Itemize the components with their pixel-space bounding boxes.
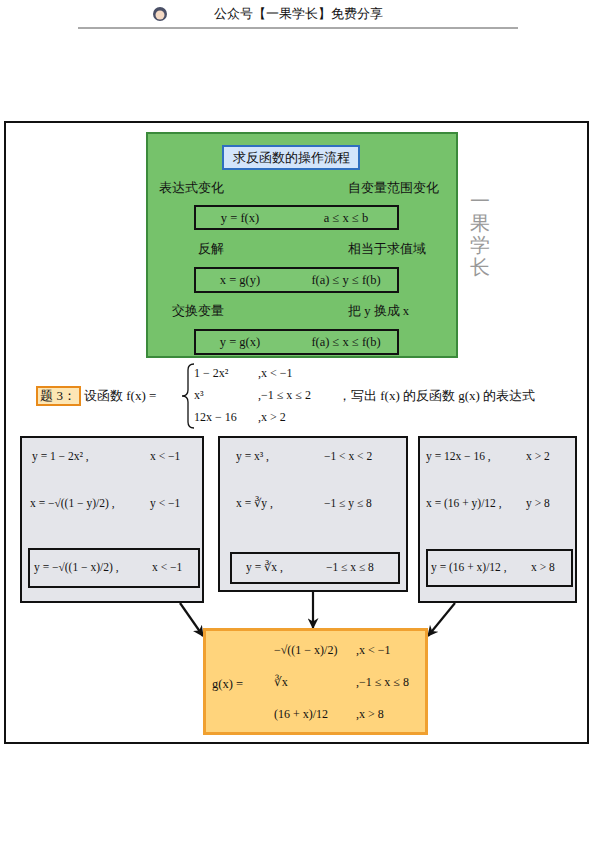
- process-box: y = g(x) f(a) ≤ x ≤ f(b): [194, 329, 399, 355]
- process-box: y = f(x) a ≤ x ≤ b: [194, 205, 399, 230]
- node-text: x > 2: [526, 450, 550, 463]
- case-condition: ,x < −1: [258, 367, 293, 381]
- node-text: y = g(x): [220, 335, 260, 349]
- case-panel: y = x³ , −1 < x < 2 x = ∛y , −1 ≤ y ≤ 8 y = …: [218, 436, 408, 592]
- node-text: x = ∛y ,: [236, 497, 273, 510]
- node-text: x = −√((1 − y)/2) ,: [30, 497, 115, 510]
- brace: [182, 364, 194, 428]
- header-icon: [153, 7, 167, 21]
- node-text: ∛x: [274, 676, 288, 690]
- node-text: x > 8: [531, 561, 555, 574]
- node-text: f(a) ≤ y ≤ f(b): [311, 273, 380, 287]
- node-text: −1 ≤ y ≤ 8: [324, 497, 372, 510]
- node-text: y = 1 − 2x² ,: [32, 450, 89, 463]
- node-text: f(a) ≤ x ≤ f(b): [311, 335, 380, 349]
- flow-arrow: [312, 592, 314, 628]
- edge-label: 交换变量: [172, 304, 224, 318]
- case-condition: ,−1 ≤ x ≤ 2: [258, 389, 311, 403]
- node-text: x < −1: [150, 450, 180, 463]
- result-box: y = −√((1 − x)/2) , x < −1: [28, 548, 200, 588]
- node-text: x = g(y): [220, 273, 260, 287]
- node-text: x = (16 + y)/12 ,: [426, 497, 502, 510]
- question-text: 设函数 f(x) =: [84, 389, 156, 404]
- case-condition: ,x > 2: [258, 411, 286, 425]
- node-text: ,x < −1: [356, 644, 391, 658]
- node-text: −1 < x < 2: [324, 450, 372, 463]
- case-expression: 12x − 16: [194, 411, 237, 425]
- answer-box: g(x) = −√((1 − x)/2) ,x < −1 ∛x ,−1 ≤ x ≤ 8 (…: [203, 628, 428, 735]
- case-expression: 1 − 2x²: [194, 367, 228, 381]
- node-text: y = f(x): [221, 211, 259, 225]
- question-tag: 题 3：: [36, 386, 81, 406]
- node-text: y = 12x − 16 ,: [426, 450, 491, 463]
- edge-label: 反解: [198, 241, 224, 255]
- node-text: y > 8: [526, 497, 550, 510]
- result-box: y = (16 + x)/12 , x > 8: [426, 549, 573, 587]
- title-text: 求反函数的操作流程: [233, 151, 350, 166]
- node-text: y = (16 + x)/12 ,: [431, 561, 507, 574]
- node-text: y = −√((1 − x)/2) ,: [34, 561, 119, 574]
- node-text: y < −1: [150, 497, 180, 510]
- outer-frame: [5, 122, 588, 743]
- node-text: ,x > 8: [356, 708, 384, 722]
- header-rule: [78, 28, 518, 29]
- flow-arrow: [428, 603, 455, 636]
- result-box: y = ∛x , −1 ≤ x ≤ 8: [230, 552, 400, 584]
- title-box: 求反函数的操作流程: [222, 145, 360, 170]
- edge-label: 相当于求值域: [348, 241, 426, 255]
- process-box: x = g(y) f(a) ≤ y ≤ f(b): [194, 267, 399, 293]
- node-text: y = x³ ,: [236, 450, 269, 463]
- node-text: g(x) =: [212, 677, 243, 691]
- node-text: −√((1 − x)/2): [274, 644, 337, 658]
- question-text: ，写出 f(x) 的反函数 g(x) 的表达式: [338, 389, 535, 404]
- node-text: 题 3：: [40, 389, 76, 404]
- case-panel: y = 1 − 2x² , x < −1 x = −√((1 − y)/2) , y …: [20, 436, 204, 603]
- watermark: 一果学长: [470, 190, 490, 278]
- header-text: 公众号【一果学长】免费分享: [214, 7, 383, 22]
- node-text: ,−1 ≤ x ≤ 8: [356, 676, 409, 690]
- flow-arrow: [180, 603, 203, 636]
- edge-label: 把 y 换成 x: [348, 304, 409, 318]
- node-text: −1 ≤ x ≤ 8: [326, 561, 374, 574]
- case-expression: x³: [194, 389, 204, 403]
- node-text: y = ∛x ,: [246, 561, 283, 574]
- node-text: x < −1: [152, 561, 182, 574]
- edge-label: 自变量范围变化: [348, 180, 439, 194]
- edge-label: 表达式变化: [159, 180, 224, 194]
- node-text: a ≤ x ≤ b: [324, 211, 368, 225]
- case-panel: y = 12x − 16 , x > 2 x = (16 + y)/12 , y > …: [418, 436, 577, 603]
- node-text: (16 + x)/12: [274, 708, 328, 722]
